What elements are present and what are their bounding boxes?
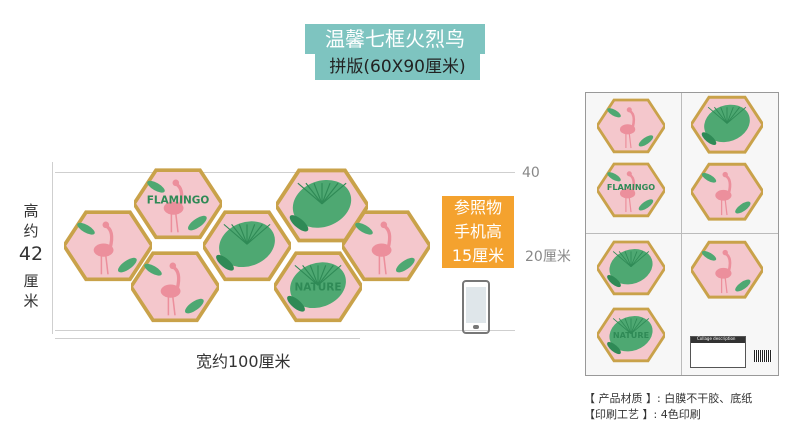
leaf-icon: [77, 222, 137, 273]
collage-hexagon-frame: [61, 207, 155, 288]
flamingo-icon: [619, 171, 636, 213]
flamingo-icon: [371, 221, 392, 275]
collage-hexagon-frame: [128, 248, 222, 329]
collage-hexagon-frame: FLAMINGO: [131, 165, 225, 246]
flamingo-icon: [715, 171, 732, 216]
leaf-icon: [701, 172, 751, 214]
panel-hexagon-art: FLAMINGO: [595, 162, 667, 218]
collage-hexagon-art: [200, 210, 294, 282]
height-unit-1: 厘: [23, 272, 39, 290]
panel-hexagon-frame: FLAMINGO: [595, 160, 667, 224]
collage-hexagon-frame: [339, 207, 433, 288]
dim-line-bottom: [55, 330, 515, 331]
panel-hexagon-art: [595, 240, 667, 296]
flamingo-icon: [619, 107, 636, 149]
collage-hexagon-text: FLAMINGO: [147, 195, 210, 207]
reference-line-3: 15厘米: [451, 246, 505, 265]
monstera-leaf-icon: [287, 262, 346, 312]
panel-hexagon-art: [689, 95, 765, 154]
dim-marker-top: 40: [522, 165, 540, 181]
leaf-icon: [607, 108, 654, 147]
panel-hexagon-frame: [689, 93, 765, 160]
collage-hexagon-art: NATURE: [271, 251, 365, 323]
panel-hexagon-frame: [595, 238, 667, 302]
monstera-leaf-icon: [701, 104, 750, 146]
width-label: 宽约100厘米: [196, 352, 291, 371]
spec-printing: 【印刷工艺 】: 4色印刷: [584, 408, 701, 421]
panel-hexagon-art: NATURE: [595, 307, 667, 363]
panel-hexagon-frame: [595, 96, 667, 160]
panel-hexagon-frame: [689, 160, 765, 227]
dim-marker-mid: 20厘米: [525, 249, 571, 265]
reference-line-2: 手机高: [453, 222, 502, 241]
flamingo-icon: [715, 249, 732, 294]
panel-hexagon-frame: NATURE: [595, 305, 667, 369]
height-unit-2: 米: [23, 292, 39, 310]
panel-hexagon-art: [689, 162, 765, 221]
label-card-text: Collage description: [697, 336, 736, 341]
dim-line-width: [55, 338, 360, 339]
height-char-2: 约: [23, 222, 39, 240]
height-value: 42: [18, 243, 44, 265]
spec-material: 【 产品材质 】: 白膜不干胶、底纸: [584, 392, 753, 405]
collage-hexagon-frame: NATURE: [271, 248, 365, 329]
subtitle-banner: 拼版(60X90厘米): [315, 54, 480, 80]
panel-hexagon-frame: [689, 238, 765, 305]
panel-hexagon-text: FLAMINGO: [607, 182, 655, 192]
height-char-1: 高: [23, 202, 39, 220]
title-banner: 温馨七框火烈鸟: [305, 24, 485, 54]
monstera-leaf-icon: [289, 179, 352, 232]
barcode-icon: [754, 350, 772, 362]
collage-hexagon-art: [339, 210, 433, 282]
reference-line-1: 参照物: [453, 198, 502, 217]
collage-hexagon-art: FLAMINGO: [131, 168, 225, 240]
leaf-icon: [355, 222, 415, 273]
panel-hexagon-art: [689, 240, 765, 299]
collage-hexagon-art: [61, 210, 155, 282]
panel-hexagon-art: [595, 98, 667, 154]
collage-hexagon-text: NATURE: [295, 282, 342, 294]
leaf-icon: [607, 172, 654, 211]
reference-box: 参照物 手机高 15厘米: [442, 196, 514, 268]
collage-hexagon-art: [128, 251, 222, 323]
phone-icon: [462, 280, 490, 334]
label-card: Collage description: [690, 336, 746, 368]
monstera-leaf-icon: [216, 221, 275, 271]
flamingo-icon: [160, 262, 181, 316]
monstera-leaf-icon: [607, 249, 653, 288]
leaf-icon: [144, 263, 204, 314]
dim-line-top: [55, 172, 515, 173]
flamingo-icon: [163, 179, 184, 233]
panel-hexagon-text: NATURE: [613, 330, 649, 340]
monstera-leaf-icon: [607, 316, 653, 355]
leaf-icon: [147, 180, 207, 231]
leaf-icon: [701, 250, 751, 292]
collage-hexagon-frame: [200, 207, 294, 288]
dim-line-left: [52, 162, 53, 334]
flamingo-icon: [93, 221, 114, 275]
